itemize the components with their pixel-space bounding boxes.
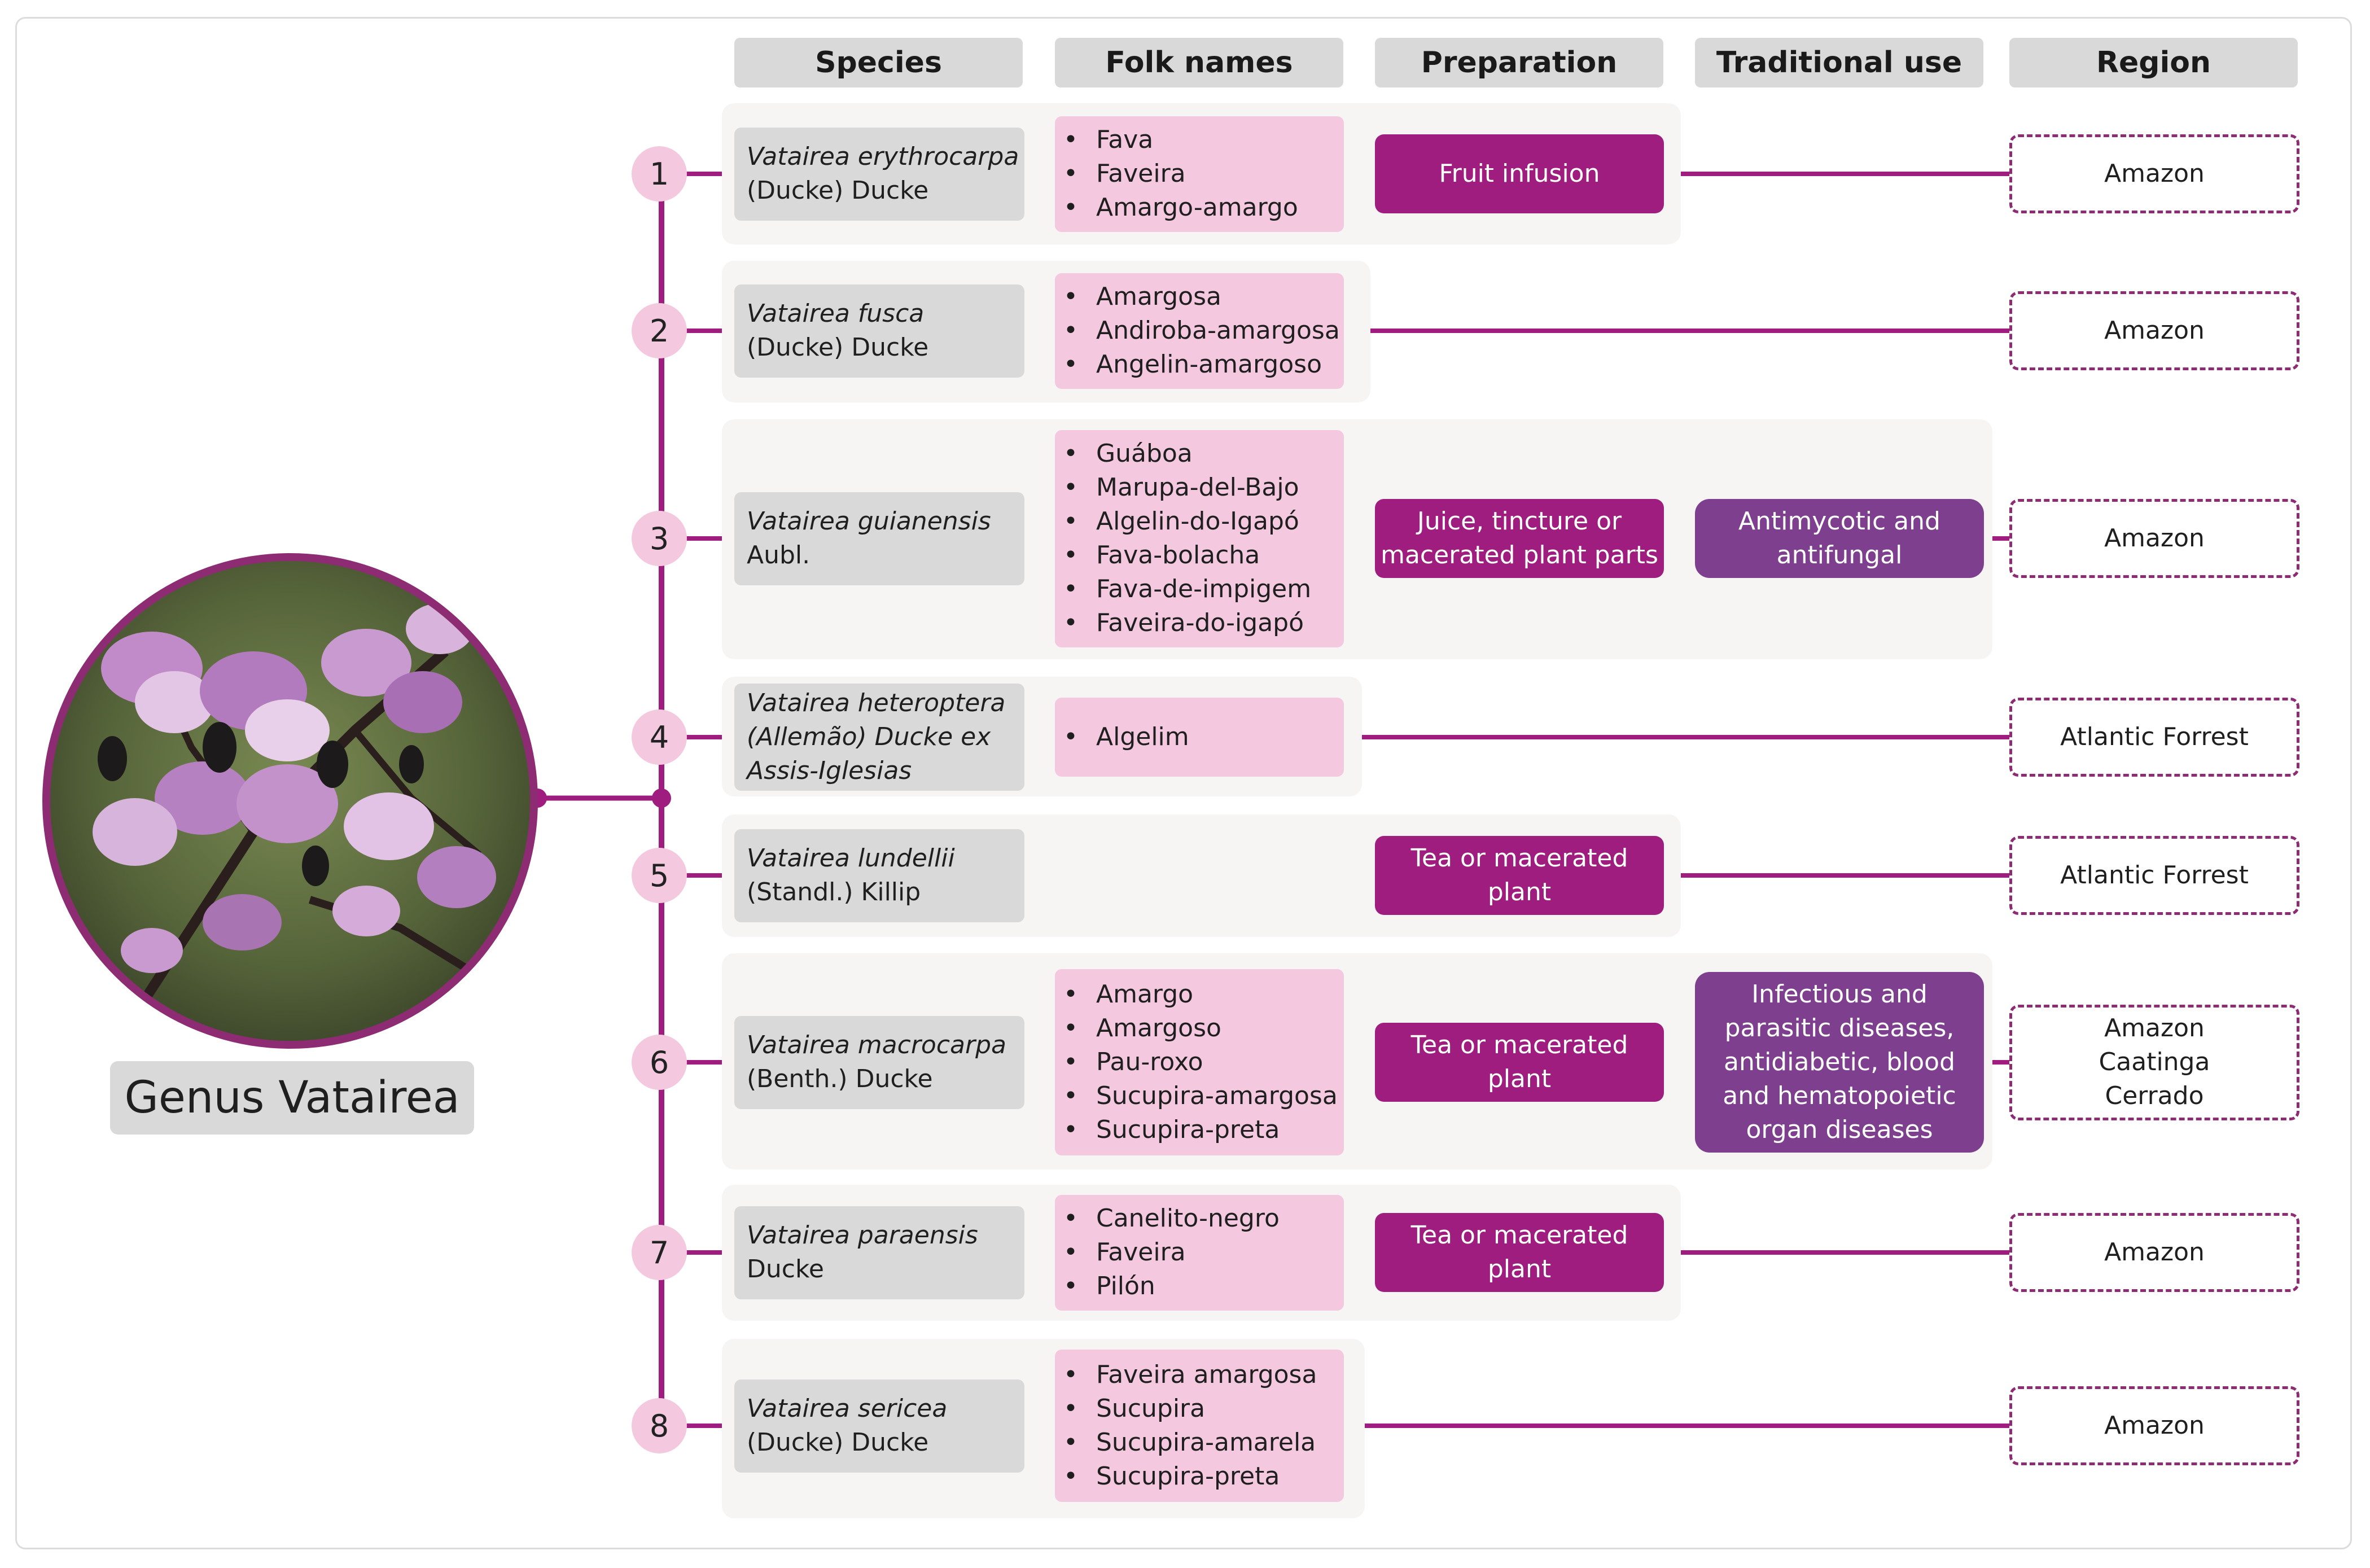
folk-names-list: Algelim <box>1055 698 1344 777</box>
folk-name-item: Sucupira-amargosa <box>1063 1079 1338 1113</box>
species-authority: (Benth.) Ducke <box>747 1065 933 1093</box>
species-scientific-name: Vatairea fusca <box>747 299 925 328</box>
header-folk-names: Folk names <box>1055 38 1343 87</box>
folk-name-item: Algelin-do-Igapó <box>1063 505 1338 538</box>
region-box: Amazon <box>2009 499 2299 578</box>
region-box: Amazon <box>2009 1386 2299 1465</box>
row-number-badge: 3 <box>632 511 687 566</box>
species-scientific-name: Vatairea heteroptera (Allemão) Ducke ex … <box>747 689 1006 785</box>
folk-name-item: Angelin-amargoso <box>1063 348 1338 382</box>
species-cell: Vatairea fusca (Ducke) Ducke <box>734 284 1024 378</box>
folk-name-item: Algelim <box>1063 720 1338 754</box>
folk-name-item: Sucupira-amarela <box>1063 1426 1338 1460</box>
region-box: Atlantic Forrest <box>2009 698 2299 777</box>
folk-name-item: Amargo-amargo <box>1063 191 1338 225</box>
folk-name-item: Faveira <box>1063 1236 1338 1269</box>
folk-name-item: Sucupira-preta <box>1063 1113 1338 1147</box>
region-box: Amazon <box>2009 291 2299 370</box>
traditional-use-box: Infectious and parasitic diseases, antid… <box>1695 972 1984 1153</box>
folk-name-item: Faveira <box>1063 157 1338 191</box>
trunk-junction-dot <box>652 789 671 808</box>
region-box: Atlantic Forrest <box>2009 836 2299 915</box>
folk-name-item: Fava <box>1063 123 1338 157</box>
preparation-box: Juice, tincture or macerated plant parts <box>1375 499 1664 578</box>
preparation-box: Tea or macerated plant <box>1375 1213 1664 1292</box>
species-scientific-name: Vatairea erythrocarpa <box>747 142 1019 171</box>
vatairea-flower-image <box>42 553 538 1049</box>
folk-name-item: Pau-roxo <box>1063 1045 1338 1079</box>
row-number-badge: 7 <box>632 1225 687 1280</box>
species-authority: (Ducke) Ducke <box>747 1428 929 1457</box>
preparation-box: Tea or macerated plant <box>1375 1023 1664 1102</box>
species-authority: (Standl.) Killip <box>747 878 921 906</box>
species-cell: Vatairea erythrocarpa (Ducke) Ducke <box>734 127 1024 221</box>
folk-name-item: Amargoso <box>1063 1011 1338 1045</box>
header-species: Species <box>734 38 1023 87</box>
folk-names-list: FavaFaveiraAmargo-amargo <box>1055 116 1344 232</box>
row-number-badge: 4 <box>632 709 687 765</box>
folk-name-item: Andiroba-amargosa <box>1063 314 1340 348</box>
preparation-box: Fruit infusion <box>1375 134 1664 213</box>
traditional-use-box: Antimycotic and antifungal <box>1695 499 1984 578</box>
genus-label: Genus Vatairea <box>110 1061 474 1135</box>
species-authority: Aubl. <box>747 541 811 570</box>
species-authority: (Ducke) Ducke <box>747 176 929 205</box>
folk-names-list: AmargoAmargosoPau-roxoSucupira-amargosaS… <box>1055 969 1344 1155</box>
region-box: Amazon Caatinga Cerrado <box>2009 1004 2299 1120</box>
folk-name-item: Fava-bolacha <box>1063 538 1338 572</box>
row-number-badge: 5 <box>632 848 687 903</box>
row-number-badge: 6 <box>632 1035 687 1090</box>
folk-name-item: Marupa-del-Bajo <box>1063 471 1338 505</box>
folk-name-item: Faveira amargosa <box>1063 1358 1338 1392</box>
header-preparation: Preparation <box>1375 38 1663 87</box>
folk-name-item: Amargo <box>1063 978 1338 1011</box>
folk-names-list: GuáboaMarupa-del-BajoAlgelin-do-IgapóFav… <box>1055 430 1344 647</box>
species-scientific-name: Vatairea paraensis <box>747 1221 978 1250</box>
region-box: Amazon <box>2009 134 2299 213</box>
species-cell: Vatairea lundellii (Standl.) Killip <box>734 829 1024 922</box>
folk-names-list: Faveira amargosaSucupiraSucupira-amarela… <box>1055 1350 1344 1502</box>
folk-name-item: Sucupira <box>1063 1392 1338 1426</box>
folk-names-list: AmargosaAndiroba-amargosaAngelin-amargos… <box>1055 273 1344 389</box>
species-authority: Ducke <box>747 1255 824 1284</box>
header-traditional-use: Traditional use <box>1695 38 1983 87</box>
row-number-badge: 1 <box>632 146 687 202</box>
folk-name-item: Pilón <box>1063 1269 1338 1303</box>
region-box: Amazon <box>2009 1213 2299 1292</box>
species-scientific-name: Vatairea guianensis <box>747 507 991 536</box>
species-scientific-name: Vatairea macrocarpa <box>747 1031 1006 1059</box>
row-number-badge: 2 <box>632 303 687 358</box>
folk-names-list: Canelito-negroFaveiraPilón <box>1055 1194 1344 1311</box>
preparation-box: Tea or macerated plant <box>1375 836 1664 915</box>
species-scientific-name: Vatairea sericea <box>747 1394 948 1423</box>
row-number-badge: 8 <box>632 1398 687 1453</box>
species-cell: Vatairea sericea (Ducke) Ducke <box>734 1379 1024 1473</box>
folk-name-item: Canelito-negro <box>1063 1202 1338 1236</box>
species-scientific-name: Vatairea lundellii <box>747 844 955 873</box>
header-region: Region <box>2009 38 2298 87</box>
folk-name-item: Sucupira-preta <box>1063 1460 1338 1493</box>
species-cell: Vatairea macrocarpa (Benth.) Ducke <box>734 1015 1024 1109</box>
folk-name-item: Fava-de-impigem <box>1063 572 1338 606</box>
folk-name-item: Amargosa <box>1063 280 1338 314</box>
folk-name-item: Guáboa <box>1063 437 1338 471</box>
folk-name-item: Faveira-do-igapó <box>1063 606 1338 640</box>
species-authority: (Ducke) Ducke <box>747 333 929 362</box>
species-cell: Vatairea heteroptera (Allemão) Ducke ex … <box>734 684 1024 791</box>
